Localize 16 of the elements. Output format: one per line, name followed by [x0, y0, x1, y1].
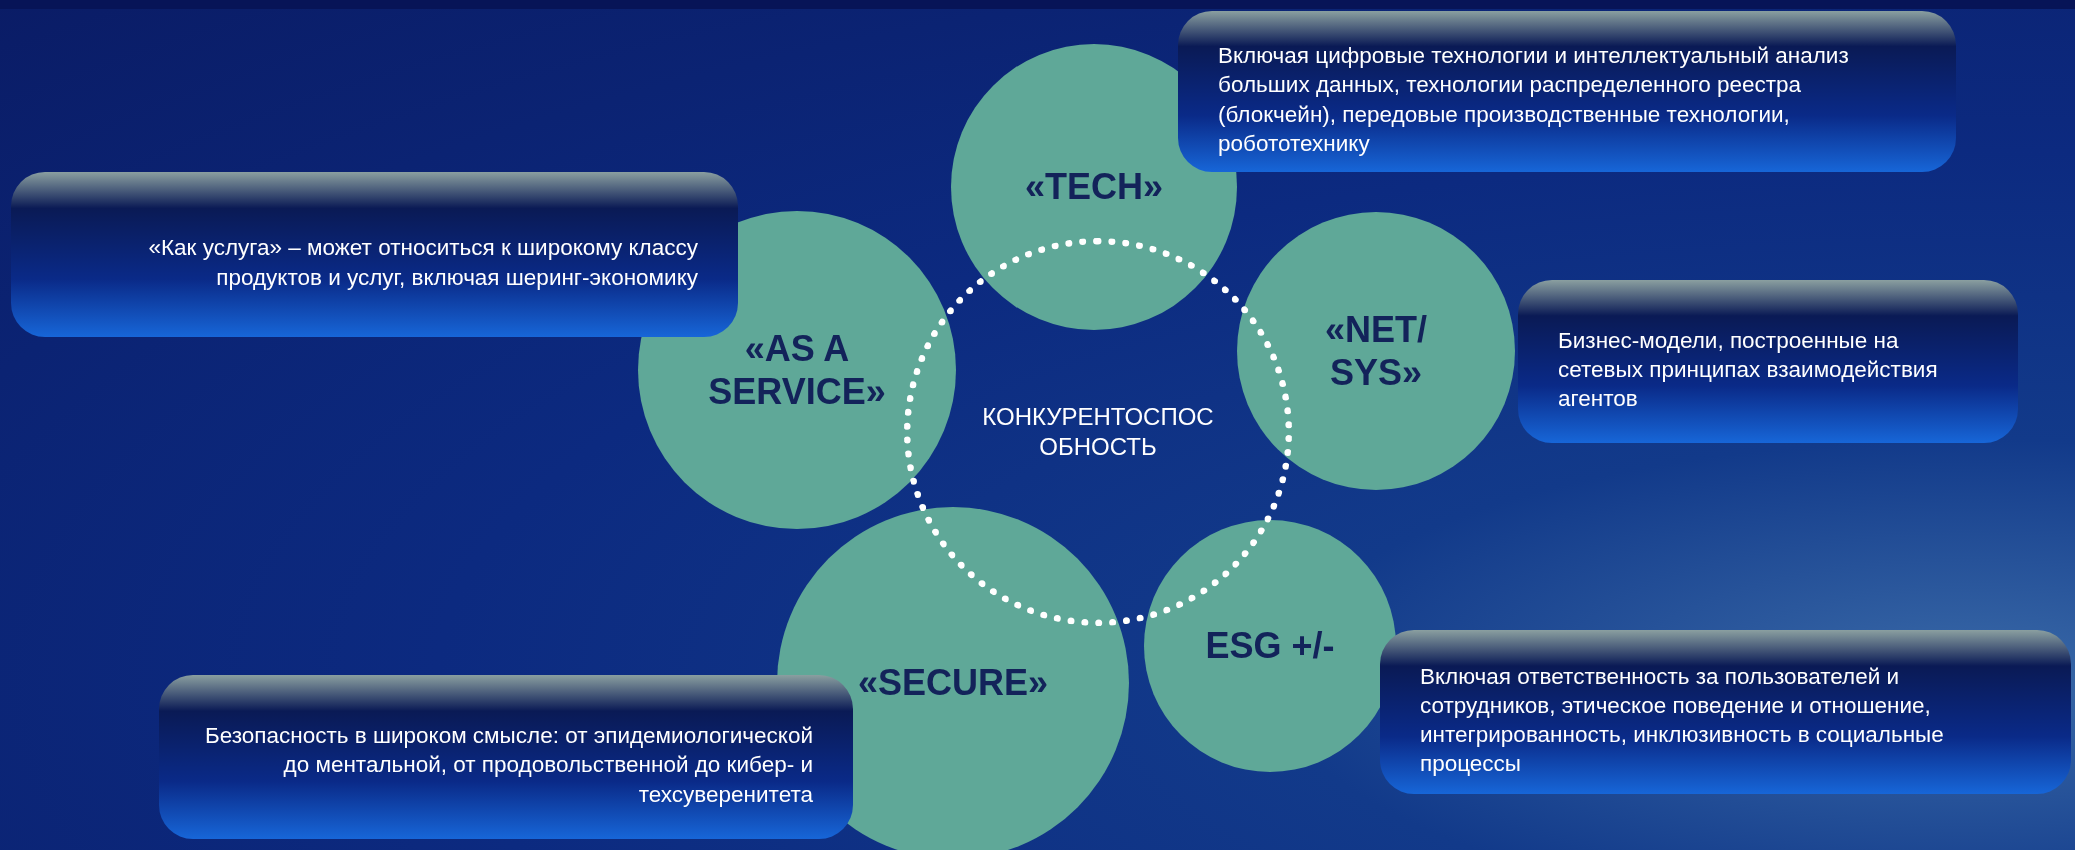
- description-text: Бизнес-модели, построенные на сетевых принципах взаимодействия агентов: [1558, 326, 1939, 414]
- center-label: КОНКУРЕНТОСПОСОБНОСТЬ: [981, 402, 1215, 462]
- description-text: Включая ответственность за пользователей и сотрудников, этическое поведение и отношение, интегрированность, инклюзивность в социальные процессы: [1420, 662, 1945, 779]
- callout-box: [159, 675, 853, 839]
- category-label: «NET/ SYS»: [1324, 307, 1428, 395]
- category-label: ESG +/-: [1205, 624, 1335, 668]
- callout-box: [1380, 630, 2071, 794]
- description-text: Безопасность в широком смысле: от эпидемиологической до ментальной, от продовольственной до кибер- и техсуверенитета: [203, 722, 813, 809]
- description-text: Включая цифровые технологии и интеллектуальный анализ больших данных, технологии распределенного реестра (блокчейн), передовые производственные технологии, робототехнику: [1218, 42, 1850, 158]
- callout-box: [1178, 11, 1956, 172]
- category-label: «AS A SERVICE»: [707, 326, 887, 414]
- callout-box: [1518, 280, 2018, 443]
- category-label: «TECH»: [1024, 165, 1163, 209]
- category-label: «SECURE»: [857, 661, 1049, 705]
- callout-box: [11, 172, 738, 337]
- description-text: «Как услуга» – может относиться к широкому классу продуктов и услуг, включая шеринг-экономику: [147, 234, 698, 292]
